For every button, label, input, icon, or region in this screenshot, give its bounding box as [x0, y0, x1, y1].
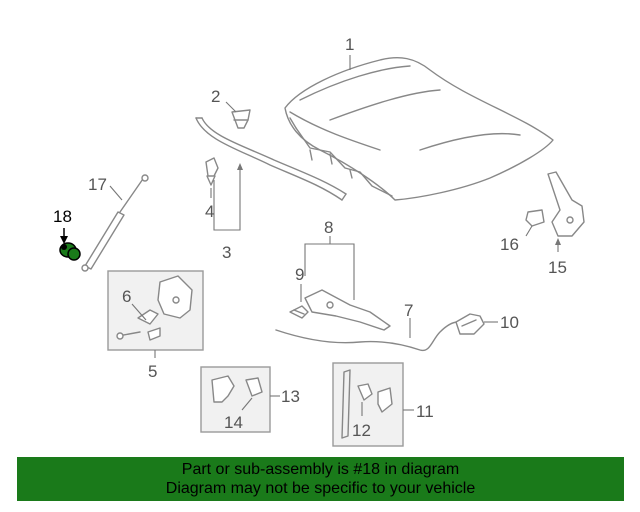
callout-12: 12	[352, 421, 371, 440]
release-cable[interactable]	[275, 321, 459, 352]
subassembly-box-13	[200, 366, 271, 433]
ball-stud-18[interactable]	[59, 242, 81, 261]
callout-18: 18	[53, 207, 72, 226]
banner-line-2: Diagram may not be specific to your vehi…	[165, 480, 476, 497]
hood-cushion[interactable]	[525, 209, 545, 227]
leader-2	[225, 101, 237, 113]
callout-15: 15	[548, 258, 567, 277]
leader-3-arrow	[237, 163, 243, 170]
leader-14	[241, 397, 253, 411]
bumper-stop[interactable]	[289, 305, 309, 319]
leader-8	[304, 243, 355, 300]
callout-13: 13	[281, 387, 300, 406]
info-banner: Part or sub-assembly is #18 in diagram D…	[17, 457, 624, 501]
banner-line-1: Part or sub-assembly is #18 in diagram	[181, 461, 460, 478]
hood-prop-and-latch[interactable]	[341, 369, 393, 439]
release-handle[interactable]	[455, 313, 485, 335]
hood-seal[interactable]	[195, 117, 347, 201]
callout-2: 2	[211, 87, 220, 106]
hood-lock[interactable]	[304, 289, 391, 331]
hinge-set-14[interactable]	[211, 375, 263, 403]
callout-7: 7	[404, 301, 413, 320]
callout-3: 3	[222, 243, 231, 262]
hinge-assembly[interactable]	[116, 275, 193, 341]
callout-6: 6	[122, 287, 131, 306]
callout-5: 5	[148, 362, 157, 381]
callout-8: 8	[324, 218, 333, 237]
leader-17	[109, 185, 123, 201]
leader-3	[213, 166, 241, 231]
hood-panel[interactable]	[284, 57, 554, 201]
callout-14: 14	[224, 413, 243, 432]
callout-9: 9	[295, 265, 304, 284]
leader-16	[525, 225, 533, 237]
callout-11: 11	[416, 402, 434, 421]
callout-1: 1	[345, 35, 354, 54]
callout-10: 10	[500, 313, 519, 332]
callout-17: 17	[88, 175, 107, 194]
leader-15-arrow	[555, 238, 561, 245]
callout-16: 16	[500, 235, 519, 254]
lift-support[interactable]	[81, 174, 149, 272]
leader-6	[131, 303, 147, 321]
push-clip[interactable]	[205, 157, 219, 186]
hinge-bracket[interactable]	[547, 171, 585, 237]
hood-clip[interactable]	[231, 109, 251, 129]
leader-18-arrow	[60, 236, 68, 244]
callout-4: 4	[205, 202, 214, 221]
